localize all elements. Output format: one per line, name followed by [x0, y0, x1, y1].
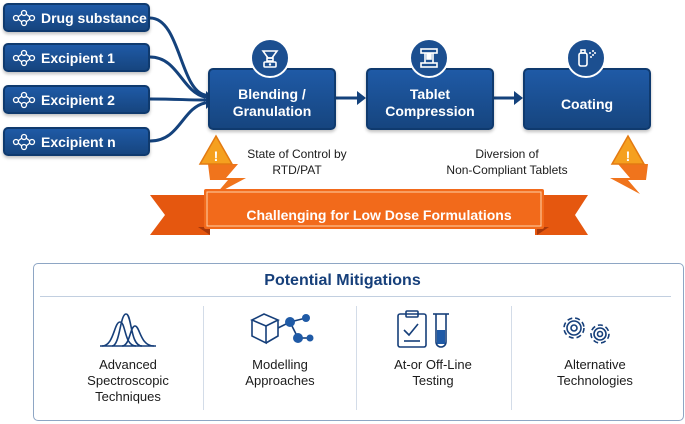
- input-label: Excipient n: [41, 133, 116, 150]
- mitigation-line: Techniques: [95, 389, 161, 404]
- note-line: State of Control by: [247, 147, 347, 161]
- mitigation-line: Technologies: [557, 373, 633, 388]
- mitigation-modelling: Modelling Approaches: [215, 357, 345, 389]
- step-coating: Coating: [523, 68, 651, 130]
- molecule-icon: [12, 9, 36, 26]
- warning-lightning-icon: !: [198, 134, 246, 194]
- note-line: RTD/PAT: [272, 163, 322, 177]
- mitigations-panel: [33, 263, 684, 421]
- mitigation-alternative: Alternative Technologies: [525, 357, 665, 389]
- tablet-press-icon: [409, 38, 449, 78]
- coating-spray-icon: [566, 38, 606, 78]
- note-line: Diversion of: [475, 147, 539, 161]
- column-separator: [511, 306, 512, 410]
- step-tablet-compression: Tablet Compression: [366, 68, 494, 130]
- mitigation-testing: At-or Off-Line Testing: [368, 357, 498, 389]
- challenge-banner-text: Challenging for Low Dose Formulations: [246, 207, 512, 223]
- spectrum-peaks-icon: [100, 313, 156, 347]
- mitigation-line: Advanced: [99, 357, 157, 372]
- input-excipient-n: Excipient n: [3, 127, 150, 156]
- input-drug-substance: Drug substance: [3, 3, 150, 32]
- step-blending-granulation: Blending / Granulation: [208, 68, 336, 130]
- column-separator: [203, 306, 204, 410]
- svg-text:!: !: [214, 148, 219, 164]
- molecule-icon: [12, 91, 36, 108]
- warning-lightning-icon: !: [610, 134, 648, 194]
- state-of-control-note: State of Control by RTD/PAT: [232, 146, 362, 178]
- mitigations-title: Potential Mitigations: [264, 272, 421, 289]
- mitigation-spectroscopic: Advanced Spectroscopic Techniques: [63, 357, 193, 405]
- input-label: Excipient 1: [41, 49, 115, 66]
- svg-text:!: !: [626, 148, 631, 164]
- step-label-line1: Tablet: [409, 86, 451, 102]
- mitigation-line: At-or Off-Line: [394, 357, 472, 372]
- blender-icon: [250, 38, 290, 78]
- step-label-line2: Compression: [385, 103, 475, 119]
- molecule-icon: [12, 133, 36, 150]
- gears-icon: [563, 317, 610, 344]
- step-label-line2: Granulation: [232, 103, 312, 119]
- input-label: Drug substance: [41, 9, 147, 26]
- clipboard-testtube-icon: [397, 310, 449, 348]
- mitigation-line: Testing: [412, 373, 454, 388]
- network-model-icon: [250, 313, 314, 345]
- mitigation-line: Approaches: [245, 373, 315, 388]
- step-label-line1: Blending /: [238, 86, 306, 102]
- mitigation-line: Modelling: [252, 357, 308, 372]
- challenge-ribbon: [150, 189, 588, 235]
- note-line: Non-Compliant Tablets: [446, 163, 568, 177]
- panel-divider: [40, 296, 671, 297]
- diversion-note: Diversion of Non-Compliant Tablets: [432, 146, 582, 178]
- mitigation-line: Alternative: [564, 357, 626, 372]
- step-label-line1: Coating: [560, 95, 614, 112]
- molecule-icon: [12, 49, 36, 66]
- mitigation-line: Spectroscopic: [87, 373, 169, 388]
- input-excipient-2: Excipient 2: [3, 85, 150, 114]
- column-separator: [356, 306, 357, 410]
- input-excipient-1: Excipient 1: [3, 43, 150, 72]
- input-label: Excipient 2: [41, 91, 115, 108]
